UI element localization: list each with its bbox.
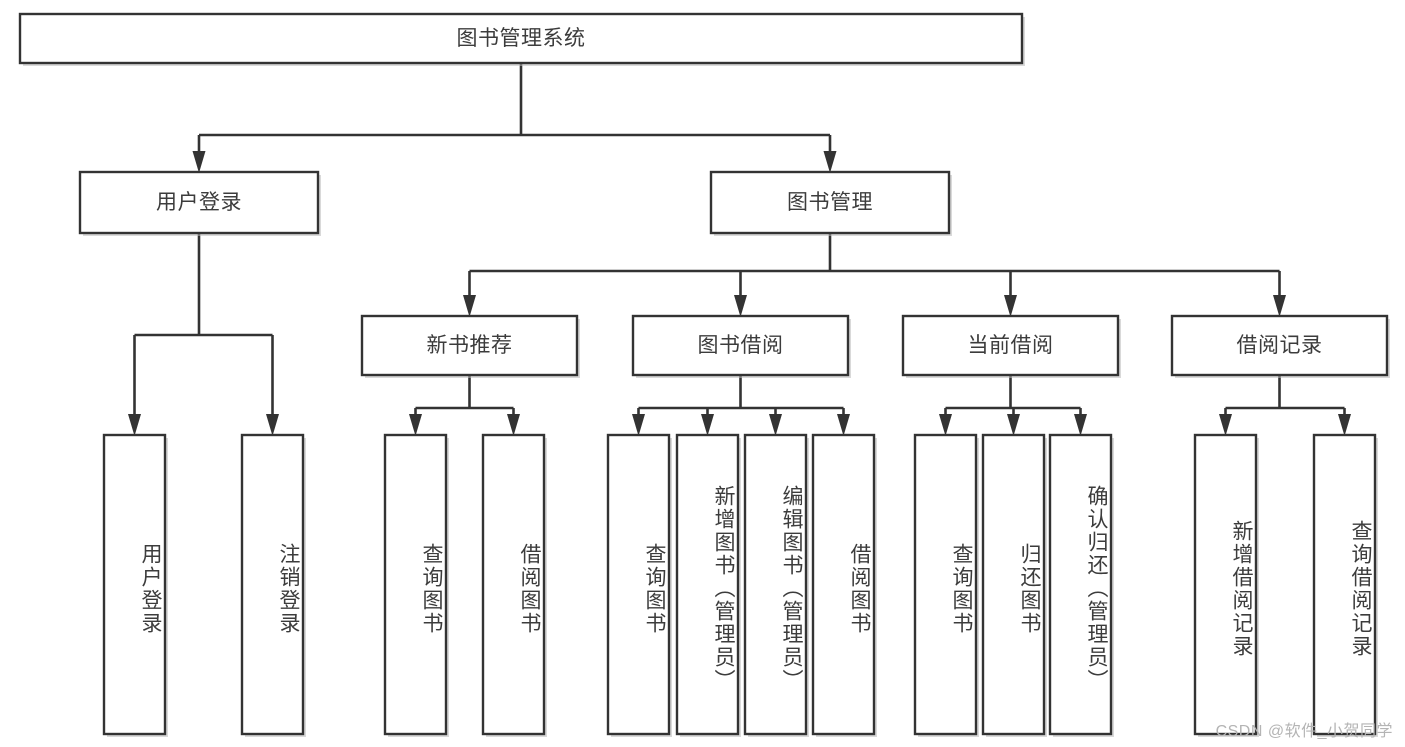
node-book-manage[interactable] (709, 170, 952, 236)
node-current-borrow[interactable] (901, 314, 1121, 378)
node-leaf-user-login[interactable] (102, 433, 168, 737)
connector-group (632, 375, 850, 436)
node-leaf-add-book[interactable] (675, 433, 741, 737)
connector-group (128, 233, 279, 436)
node-leaf-query-book-rec[interactable] (383, 433, 449, 737)
node-leaf-borrow-book-bb[interactable] (811, 433, 877, 737)
connector-group (409, 375, 520, 436)
node-leaf-query-book-bb[interactable] (606, 433, 672, 737)
connector-group (192, 63, 837, 173)
node-leaf-query-book-cb[interactable] (913, 433, 979, 737)
node-leaf-edit-book[interactable] (743, 433, 809, 737)
connector-group (463, 233, 1286, 317)
node-new-book-rec[interactable] (360, 314, 580, 378)
connector-group (1219, 375, 1351, 436)
node-leaf-add-record[interactable] (1193, 433, 1259, 737)
node-borrow-record[interactable] (1170, 314, 1390, 378)
node-user-login[interactable] (78, 170, 321, 236)
node-leaf-query-record[interactable] (1312, 433, 1378, 737)
node-root[interactable] (18, 12, 1025, 66)
node-leaf-confirm-return[interactable] (1048, 433, 1114, 737)
connector-group (939, 375, 1087, 436)
watermark: CSDN @软件_小贺同学 (1215, 723, 1393, 740)
node-leaf-logout[interactable] (240, 433, 306, 737)
node-leaf-borrow-book-rec[interactable] (481, 433, 547, 737)
node-book-borrow[interactable] (631, 314, 851, 378)
node-leaf-return-book[interactable] (981, 433, 1047, 737)
